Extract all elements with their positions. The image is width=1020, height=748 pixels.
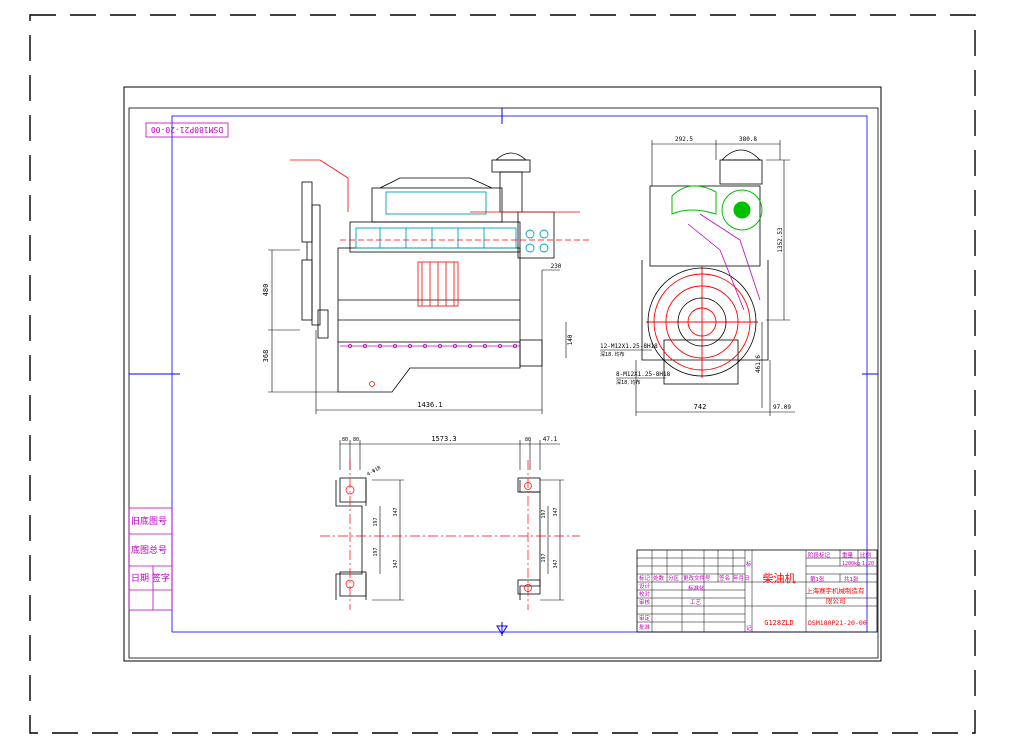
dim-front-top-1: 292.5: [675, 136, 693, 143]
tb-weight-value: 1200kg: [842, 561, 860, 567]
tb-scale-label: 比例: [860, 551, 872, 559]
front-view-dimensions: [600, 140, 795, 416]
tb-header-sign: 签名: [719, 574, 730, 582]
thread-spec-1: 12-M12X1.25-8H18: [600, 343, 658, 350]
dim-base-h5: 347: [553, 507, 559, 516]
dim-base-h1: 347: [393, 507, 399, 516]
dim-base-h2: 197: [373, 517, 379, 526]
base-drawing-total-label: 底图总号: [131, 544, 167, 556]
tb-role-review: 审核: [639, 598, 651, 606]
front-view-engine: 742 97.09 292.5 380.8 1352.53 461.6 12-M…: [600, 136, 795, 416]
tb-col-label-2: 记: [746, 625, 752, 632]
engine-block: [337, 152, 555, 393]
dim-side-small: 140: [567, 334, 574, 345]
dim-front-base-height: 461.6: [755, 355, 762, 373]
tb-header-zone: 分区: [668, 574, 680, 582]
dim-base-h7: 197: [541, 553, 547, 562]
flywheel-housing: [646, 266, 758, 378]
dim-side-total-length: 1436.1: [417, 401, 442, 409]
company-line-2: 限公司: [826, 596, 846, 605]
base-centerlines: [320, 460, 580, 610]
old-drawing-no-label: 旧底图号: [131, 515, 167, 527]
sheet-frame: [123, 86, 882, 662]
thread-spec-2: 8-M12X1.25-8H18: [616, 371, 671, 378]
model-number: G128ZLD: [764, 619, 794, 627]
air-filter-green: [671, 185, 763, 231]
cylinder-head-detail: [355, 191, 549, 253]
dim-base-right-offset: 47.1: [543, 436, 558, 443]
thread-spec-1b: 深18, 均布: [600, 351, 625, 358]
fan-assembly: [301, 181, 329, 339]
outer-dashed-border: [29, 14, 976, 734]
dim-base-h3: 197: [373, 547, 379, 556]
tb-scale-value: 1:20: [862, 561, 874, 567]
thread-spec-2b: 深18, 均布: [616, 379, 641, 386]
company-line-1: 上海赛宇机械制造有: [806, 586, 865, 595]
dim-front-width: 742: [694, 403, 707, 411]
tb-header-count: 处数: [653, 574, 665, 582]
turbo-magenta: [687, 213, 761, 311]
centering-marks: [129, 108, 878, 636]
tb-header-mark: 标记: [639, 574, 651, 582]
tb-col-label-1: 标: [746, 560, 752, 568]
dim-base-h8: 347: [553, 559, 559, 568]
injection-pump-detail: [290, 159, 590, 387]
dim-side-base-height: 368: [262, 350, 270, 363]
rotated-doc-number: DSM180P21-20-00: [151, 125, 223, 134]
tb-role-check: 校对: [639, 590, 651, 598]
base-dimension-lines: [339, 440, 564, 601]
date-signature-label: 日期 签字: [131, 572, 170, 584]
dim-front-top-2: 380.8: [739, 136, 757, 143]
doc-number: DSM180P21-20-00: [808, 619, 867, 627]
tb-role-approve: 批准: [639, 623, 651, 631]
tb-sheet-count: 共1张: [844, 575, 859, 583]
tb-weight-label: 重量: [842, 551, 854, 559]
rotated-doc-number-box: DSM180P21-20-00: [145, 122, 229, 138]
dim-base-h4: 347: [393, 559, 399, 568]
tb-role-design: 设计: [639, 582, 651, 590]
tb-header-change-doc: 更改文件号: [683, 574, 711, 582]
tb-sheet-no: 第1张: [810, 575, 825, 583]
side-view-dimensions: [268, 249, 567, 414]
tb-role-standard: 标准化: [688, 584, 705, 592]
tb-stage-mark: 阶段标记: [808, 551, 831, 559]
inner-frame: [128, 107, 879, 659]
dim-side-height-1: 480: [262, 284, 270, 297]
front-flywheel-outline: [647, 267, 757, 377]
dim-base-left-2: 80: [353, 437, 359, 443]
dim-side-offset: 230: [551, 263, 562, 270]
base-feet: [335, 477, 541, 600]
lower-fittings: [340, 343, 520, 348]
dim-base-h6: 197: [541, 509, 547, 518]
tb-role-approve-final: 审定: [639, 614, 651, 622]
dim-base-right: 80: [525, 437, 531, 443]
side-view-engine: 480 368 1436.1 230 140: [262, 152, 590, 414]
dim-front-right-offset: 97.09: [773, 404, 791, 411]
dim-base-total: 1573.3: [431, 435, 456, 443]
tb-header-date: 年月日: [733, 574, 750, 582]
title-block: 标记 处数 分区 更改文件号 签名 年月日 设计 校对 审核 审定 批准 标准化…: [636, 549, 878, 633]
dim-base-left-1: 80: [342, 437, 348, 443]
side-label-column: 旧底图号 底图总号 日期 签字: [128, 507, 173, 611]
tb-role-process: 工艺: [690, 599, 702, 606]
product-name: 柴油机: [763, 571, 796, 585]
dim-front-total-height: 1352.53: [777, 227, 784, 253]
